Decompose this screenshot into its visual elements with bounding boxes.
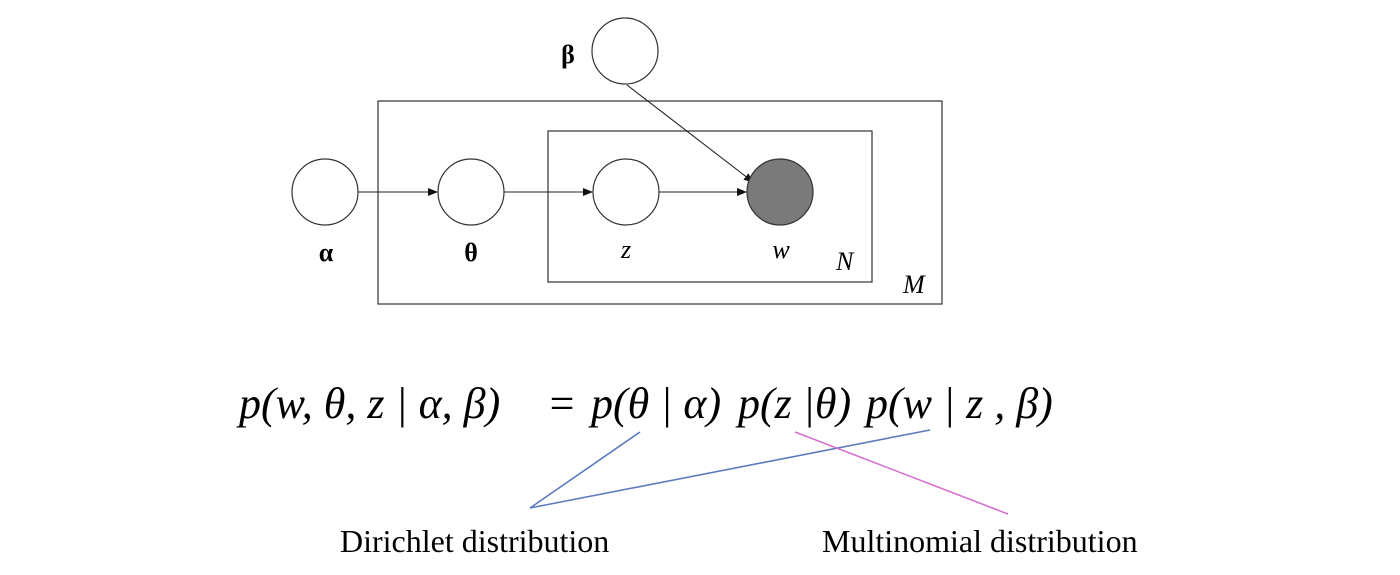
multinomial-pointer bbox=[794, 431, 1009, 515]
z-label: z bbox=[620, 235, 631, 264]
dirichlet-pointer-theta bbox=[529, 431, 641, 509]
inner-plate-n bbox=[547, 130, 873, 283]
w-node-observed bbox=[746, 158, 814, 226]
beta-label: β bbox=[561, 40, 575, 69]
inner-plate-label: N bbox=[835, 247, 855, 276]
theta-label: θ bbox=[464, 238, 478, 267]
beta-node bbox=[591, 17, 659, 85]
w-label: w bbox=[772, 235, 790, 264]
edge-beta-w bbox=[626, 84, 754, 183]
multinomial-caption: Multinomial distribution bbox=[822, 523, 1138, 559]
z-node bbox=[592, 158, 660, 226]
dirichlet-caption: Dirichlet distribution bbox=[340, 523, 609, 559]
formula-equals: = bbox=[550, 379, 575, 428]
dirichlet-pointer-w bbox=[529, 429, 931, 509]
outer-plate-m bbox=[377, 100, 943, 305]
theta-node bbox=[437, 158, 505, 226]
alpha-node bbox=[291, 158, 359, 226]
formula-term-z: p(z |θ) bbox=[735, 379, 851, 428]
alpha-label: α bbox=[319, 238, 334, 267]
formula-term-w: p(w | z , β) bbox=[863, 379, 1053, 428]
formula-lhs: p(w, θ, z | α, β) bbox=[236, 379, 500, 428]
outer-plate-label: M bbox=[902, 270, 926, 299]
formula-term-theta: p(θ | α) bbox=[588, 379, 721, 428]
